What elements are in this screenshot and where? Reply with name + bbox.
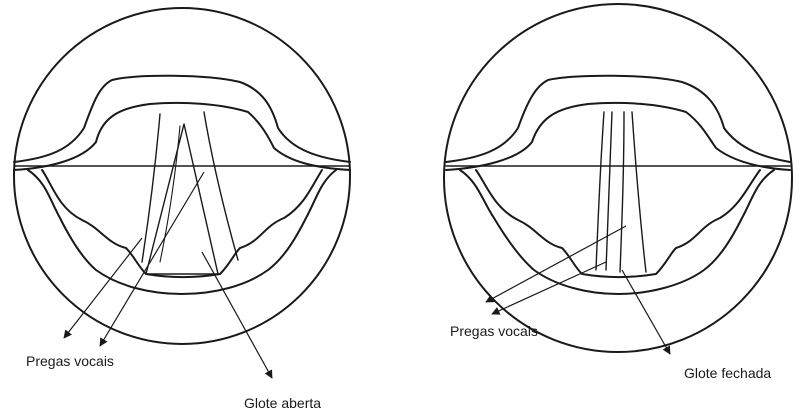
inner-larynx-contour-left bbox=[42, 170, 322, 277]
vocal-fold-left-a bbox=[142, 114, 160, 262]
right-label-closed-glottis: Glote fechada bbox=[684, 365, 771, 381]
vocal-fold-right-d bbox=[632, 112, 646, 272]
left-pointer-lines bbox=[64, 172, 272, 378]
right-label-vocal-folds: Pregas vocais bbox=[450, 323, 538, 339]
epiglottis-outer-right bbox=[446, 76, 790, 162]
left-label-open-glottis: Glote aberta bbox=[244, 395, 321, 411]
vocal-fold-right-c bbox=[620, 112, 624, 272]
outer-larynx-contour-left bbox=[28, 170, 336, 294]
inner-larynx-contour-right bbox=[476, 170, 760, 277]
vocal-fold-right-b bbox=[606, 112, 612, 270]
panel-open-glottis bbox=[14, 8, 350, 344]
vocal-fold-right-a bbox=[596, 112, 604, 270]
epiglottis-inner-left bbox=[14, 103, 350, 170]
outer-larynx-contour-right bbox=[460, 170, 774, 294]
epiglottis-inner-right bbox=[446, 103, 790, 170]
epiglottis-outer-left bbox=[14, 76, 350, 162]
panel-closed-glottis bbox=[444, 4, 792, 352]
left-label-vocal-folds: Pregas vocais bbox=[26, 353, 114, 369]
laryngoscope-view-circle-right bbox=[444, 4, 792, 352]
